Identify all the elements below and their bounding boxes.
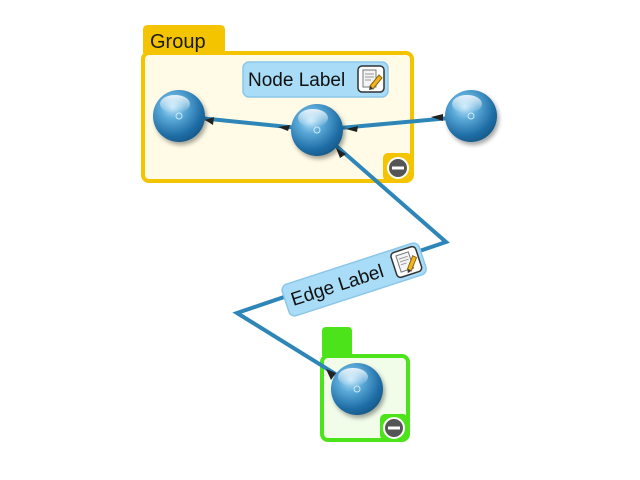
edge-ports [205,114,443,380]
node-label-text: Node Label [248,70,345,91]
collapse-group-button[interactable] [383,153,412,181]
node-center[interactable] [291,104,343,156]
collapse-nested-group-button[interactable] [380,414,408,440]
node-shine [338,368,368,386]
port-arrow [431,114,443,121]
group-title: Group [150,31,206,53]
edit-note-icon[interactable] [357,65,385,93]
nested-group-tab [322,327,352,356]
group-tab [143,25,225,53]
edge-label[interactable]: Edge Label [281,242,428,318]
minus-bar [392,166,404,170]
node-port [467,112,475,120]
port-arrow [278,125,290,131]
node-shine [452,95,482,113]
node-port [313,126,321,134]
minus-bar [388,426,400,430]
port-arrow [336,148,346,158]
node-left[interactable] [153,90,205,142]
node-port [353,385,361,393]
node-label-bg [242,61,389,98]
node-bottom[interactable] [331,363,383,415]
node-right[interactable] [445,90,497,142]
node-port [175,112,183,120]
edge-label-bg [281,242,427,317]
node-shine [160,95,190,113]
node-label[interactable]: Node Label [242,61,389,98]
port-arrow [326,369,336,380]
port-arrow [346,126,358,132]
port-arrow [205,117,214,125]
node-shine [298,109,328,127]
